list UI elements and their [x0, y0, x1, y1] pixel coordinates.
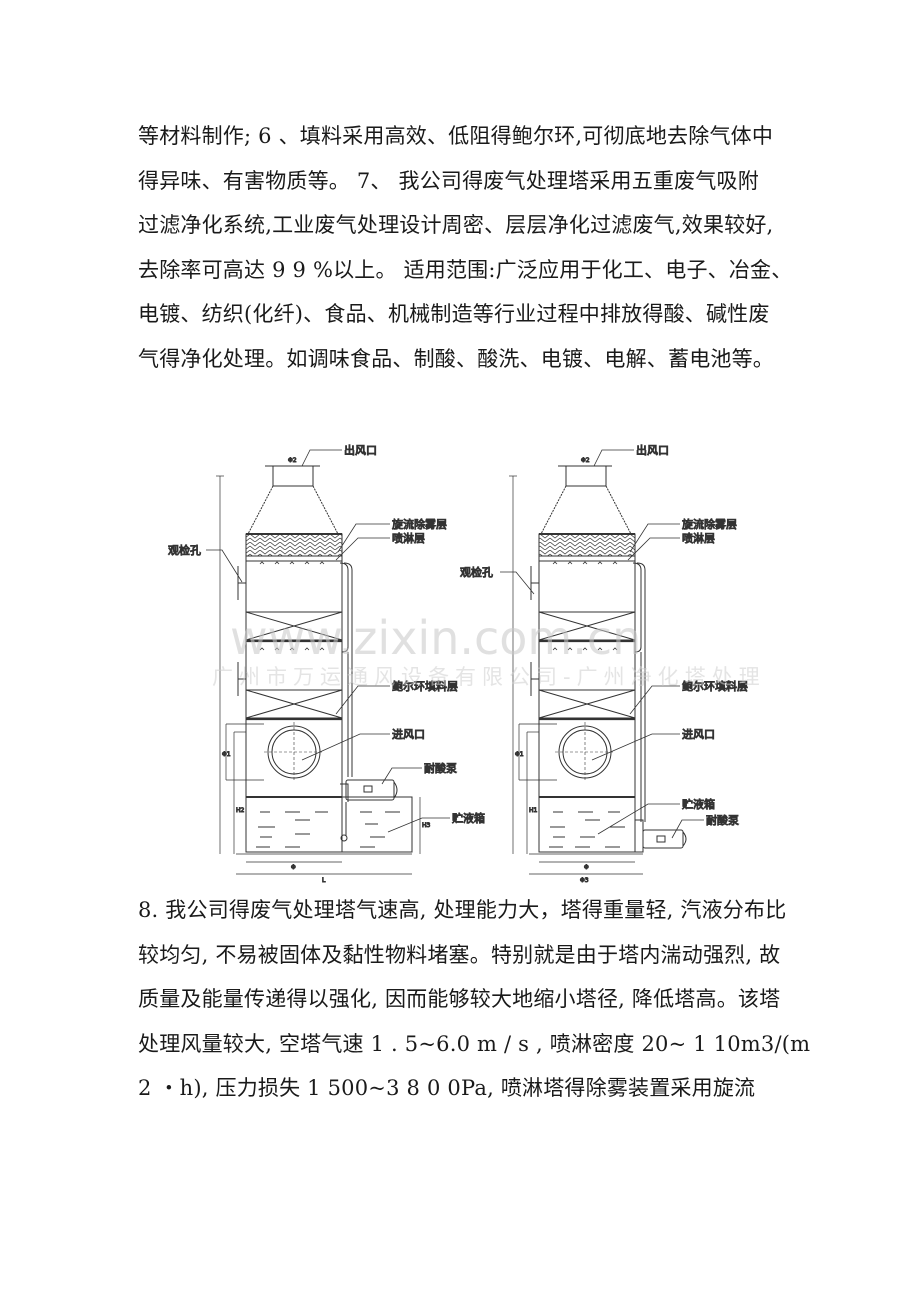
right-tower: Φ2 Φ1 H1 Φ Φ3 出风口 旋流除雾层 喷淋层 观检孔 鲍尔环填料层 进…: [460, 443, 749, 885]
left-tower: Φ2 Φ1 H2 H3 Φ L 出风口 旋流除雾层 喷淋层 观检孔 鲍尔环填料层: [168, 443, 486, 885]
dim-inlet-dia: Φ1: [515, 751, 524, 758]
label-tank: 贮液箱: [452, 811, 485, 825]
label-inspection-port: 观检孔: [168, 543, 201, 557]
text-line: 处理风量较大, 空塔气速 1 . 5~6.0 m / s , 喷淋密度 20~ …: [138, 1031, 811, 1056]
dim-inlet-dia: Φ1: [222, 751, 231, 758]
label-inlet: 进风口: [392, 728, 425, 741]
dim-diameter: Φ: [584, 864, 589, 871]
dim-outlet-dia: Φ2: [288, 457, 297, 464]
text-line: 气得净化处理。如调味食品、制酸、酸洗、电镀、电解、蓄电池等。: [138, 346, 774, 371]
label-outlet: 出风口: [636, 443, 669, 457]
paragraph-features: 等材料制作; 6 、填料采用高效、低阻得鲍尔环,可彻底地去除气体中 得异味、有害…: [138, 114, 793, 381]
label-outlet: 出风口: [344, 443, 377, 457]
text-line: 过滤净化系统,工业废气处理设计周密、层层净化过滤废气,效果较好,: [138, 213, 774, 237]
text-line: 等材料制作; 6 、填料采用高效、低阻得鲍尔环,可彻底地去除气体中: [138, 124, 774, 148]
label-inspection-port: 观检孔: [460, 565, 493, 579]
label-pump: 耐酸泵: [424, 761, 457, 775]
dim-height: H2: [236, 807, 245, 814]
label-demister: 旋流除雾层: [682, 517, 737, 531]
dim-tank-height: H3: [422, 822, 431, 829]
label-packing-layer: 鲍尔环填料层: [392, 679, 458, 693]
text-line: 较均匀, 不易被固体及黏性物料堵塞。特别就是由于塔内湍动强烈, 故: [138, 942, 781, 967]
text-line: 8. 我公司得废气处理塔气速高, 处理能力大，塔得重量轻, 汽液分布比: [138, 898, 787, 922]
label-pump: 耐酸泵: [706, 813, 739, 827]
text-line: 2 ・h), 压力损失 1 500~3 8 0 0Pa, 喷淋塔得除雾装置采用旋…: [138, 1076, 756, 1100]
watermark-company: 广州市万运通风设备有限公司-广州净化塔处理: [212, 665, 766, 689]
dim-height: H1: [529, 807, 538, 814]
label-demister: 旋流除雾层: [392, 517, 447, 531]
text-line: 电镀、纺织(化纤)、食品、机械制造等行业过程中排放得酸、碱性废: [138, 302, 770, 326]
label-inlet: 进风口: [682, 728, 715, 741]
scrubber-tower-diagram: Φ2 Φ1 H2 H3 Φ L 出风口 旋流除雾层 喷淋层 观检孔 鲍尔环填料层: [160, 422, 780, 892]
dim-outlet-dia: Φ2: [581, 457, 590, 464]
watermark-url: www.zixin.com.cn: [230, 611, 641, 665]
label-spray-layer: 喷淋层: [392, 532, 425, 545]
label-spray-layer: 喷淋层: [682, 532, 715, 545]
text-line: 得异味、有害物质等。 7、 我公司得废气处理塔采用五重废气吸附: [138, 168, 759, 193]
dim-length: L: [322, 877, 326, 884]
text-line: 去除率可高达 9 9 %以上。 适用范围:广泛应用于化工、电子、冶金、: [138, 257, 793, 282]
dim-diameter: Φ: [291, 864, 296, 871]
dim-base: Φ3: [580, 877, 589, 884]
paragraph-performance: 8. 我公司得废气处理塔气速高, 处理能力大，塔得重量轻, 汽液分布比 较均匀,…: [138, 888, 811, 1111]
label-tank: 贮液箱: [682, 797, 715, 811]
label-packing-layer: 鲍尔环填料层: [682, 679, 748, 693]
text-line: 质量及能量传递得以强化, 因而能够较大地缩小塔径, 降低塔高。该塔: [138, 987, 781, 1011]
